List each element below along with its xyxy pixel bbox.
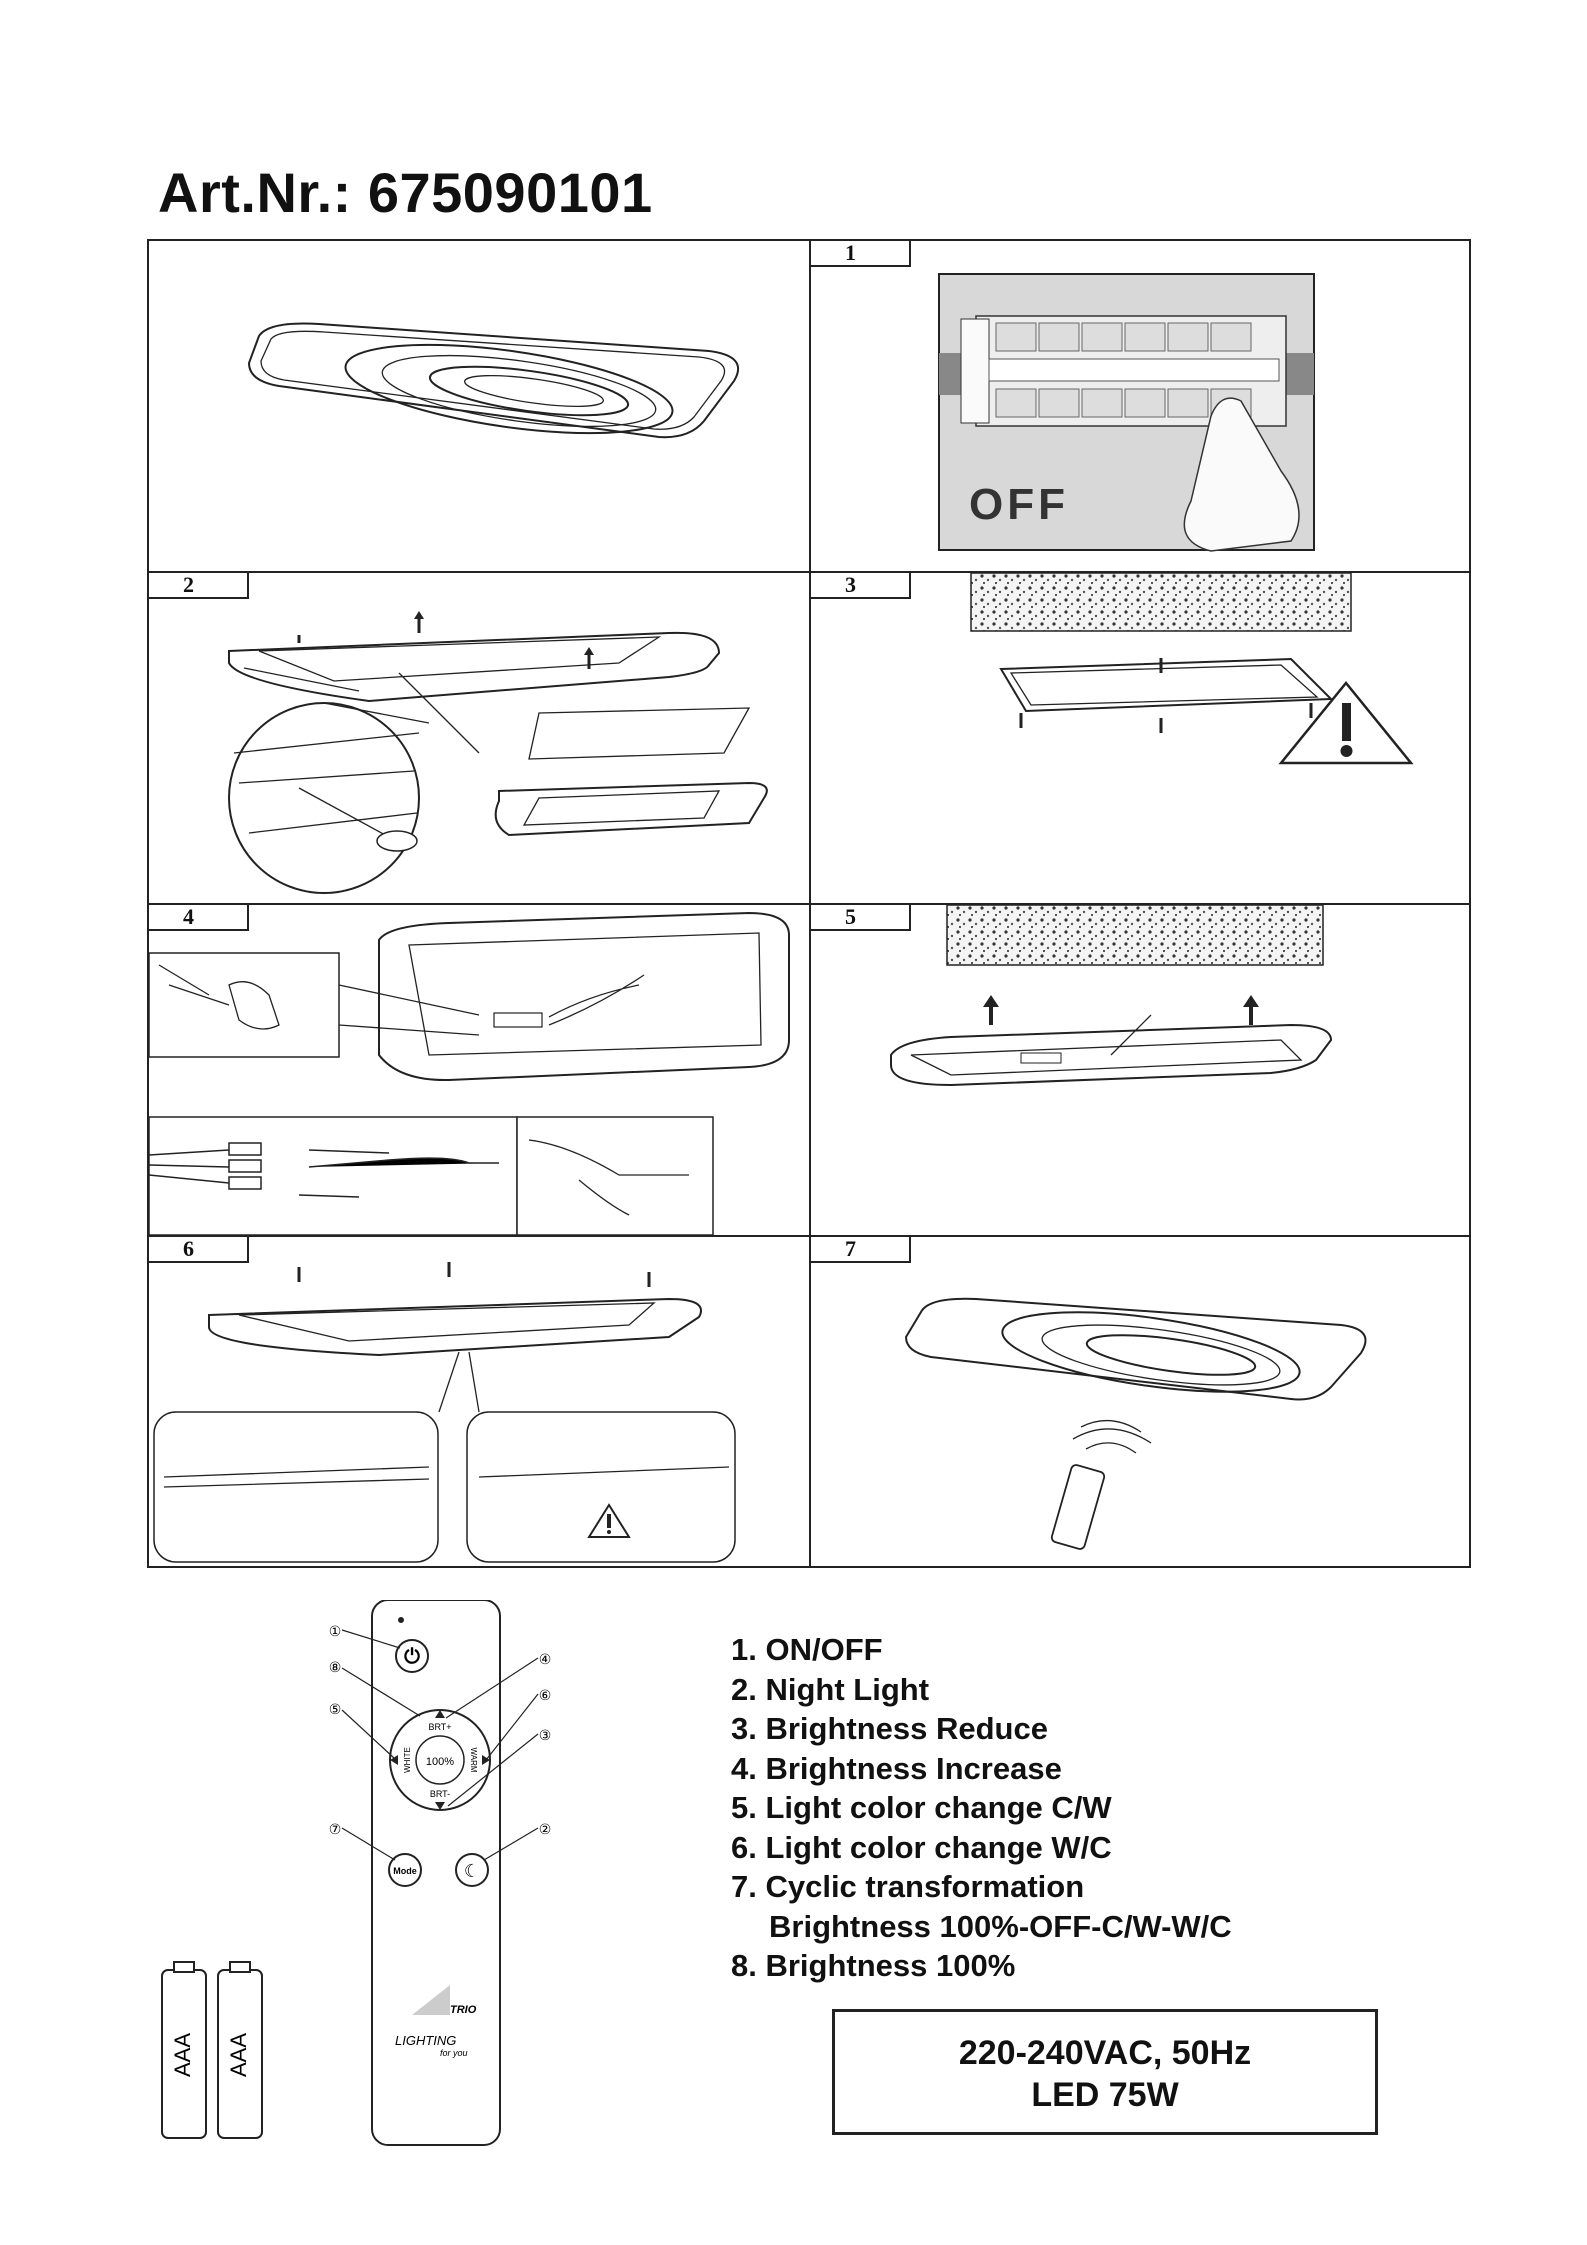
spec-box: 220-240VAC, 50Hz LED 75W bbox=[832, 2009, 1378, 2135]
step-5: 5 bbox=[811, 905, 1471, 1237]
callout-4: ④ bbox=[539, 1652, 552, 1668]
legend-item: 6. Light color change W/C bbox=[731, 1829, 1112, 1865]
step-4: 4 bbox=[149, 905, 811, 1237]
step-label: 7 bbox=[811, 1237, 911, 1263]
legend-item: 7. Cyclic transformation bbox=[731, 1869, 1085, 1904]
step-1: 1 OFF bbox=[811, 241, 1471, 573]
legend-item: Brightness 100%-OFF-C/W-W/C bbox=[769, 1908, 1232, 1944]
page-title: Art.Nr.: 675090101 bbox=[158, 161, 653, 224]
spec-power: LED 75W bbox=[1031, 2076, 1179, 2114]
button-legend: 1. ON/OFF 2. Night Light 3. Brightness R… bbox=[731, 1630, 1232, 1986]
brt-minus-label: BRT- bbox=[430, 1789, 450, 1799]
warm-label: WARM bbox=[469, 1747, 478, 1772]
legend-item: 5. Light color change C/W bbox=[731, 1790, 1112, 1825]
lamp-illustration bbox=[247, 322, 740, 439]
center-label: 100% bbox=[426, 1756, 454, 1768]
remote-icon bbox=[1050, 1464, 1106, 1550]
step-label: 1 bbox=[811, 241, 911, 267]
finished-lamp-illustration bbox=[904, 1297, 1367, 1550]
switch-off-illustration: OFF bbox=[938, 273, 1315, 552]
callout-8: ⑧ bbox=[329, 1660, 342, 1676]
legend-item: 3. Brightness Reduce bbox=[731, 1711, 1048, 1746]
callout-5: ⑤ bbox=[329, 1702, 342, 1718]
callout-1: ① bbox=[329, 1624, 342, 1640]
power-icon: ⏻ bbox=[404, 1646, 420, 1668]
remote-diagram: ⏻ 100% BRT+ BRT- WHITE WARM Mode ☾ TRIO … bbox=[150, 1599, 710, 2160]
off-caption: OFF bbox=[969, 480, 1069, 529]
battery-label-2: AAA bbox=[226, 2033, 251, 2077]
frame-fix-illustration bbox=[153, 1262, 736, 1563]
brand-tag: for you bbox=[440, 2048, 468, 2058]
step-7: 7 bbox=[811, 1237, 1471, 1568]
ceiling-mount-illustration bbox=[970, 573, 1414, 765]
mode-label: Mode bbox=[393, 1866, 417, 1876]
legend-item: 1. ON/OFF bbox=[731, 1632, 883, 1667]
mode-button[interactable] bbox=[388, 1853, 422, 1887]
step-label: 2 bbox=[149, 573, 249, 599]
lamp-lift-illustration bbox=[890, 905, 1333, 1087]
step-2: 2 bbox=[149, 573, 811, 905]
step-6: 6 bbox=[149, 1237, 811, 1568]
wiring-illustration bbox=[149, 911, 790, 1235]
callout-7: ⑦ bbox=[329, 1822, 342, 1838]
moon-icon: ☾ bbox=[464, 1861, 480, 1881]
spec-voltage: 220-240VAC, 50Hz bbox=[958, 2034, 1252, 2072]
night-light-button[interactable] bbox=[455, 1853, 489, 1887]
step-label: 5 bbox=[811, 905, 911, 931]
remote-illustration: ⏻ 100% BRT+ BRT- WHITE WARM Mode ☾ TRIO … bbox=[161, 1599, 552, 2146]
battery-label-1: AAA bbox=[170, 2033, 195, 2077]
brightness-100-button[interactable] bbox=[415, 1735, 465, 1785]
step-label: 3 bbox=[811, 573, 911, 599]
brt-plus-label: BRT+ bbox=[428, 1722, 451, 1732]
brand-bottom: LIGHTING bbox=[395, 2033, 456, 2048]
step-label: 4 bbox=[149, 905, 249, 931]
legend-item: 4. Brightness Increase bbox=[731, 1750, 1062, 1786]
legend-item: 8. Brightness 100% bbox=[731, 1948, 1016, 1983]
white-label: WHITE bbox=[403, 1747, 412, 1773]
step-label: 6 bbox=[149, 1237, 249, 1263]
brand-top: TRIO bbox=[450, 2004, 477, 2016]
instruction-grid: 1 OFF 2 bbox=[147, 239, 1471, 1568]
callout-6: ⑥ bbox=[539, 1688, 552, 1704]
legend-item: 2. Night Light bbox=[731, 1671, 930, 1707]
frame-removal-illustration bbox=[228, 611, 768, 894]
power-button[interactable] bbox=[395, 1639, 429, 1673]
step-overview bbox=[149, 241, 811, 573]
step-3: 3 bbox=[811, 573, 1471, 905]
callout-3: ③ bbox=[539, 1728, 552, 1744]
callout-2: ② bbox=[539, 1822, 552, 1838]
